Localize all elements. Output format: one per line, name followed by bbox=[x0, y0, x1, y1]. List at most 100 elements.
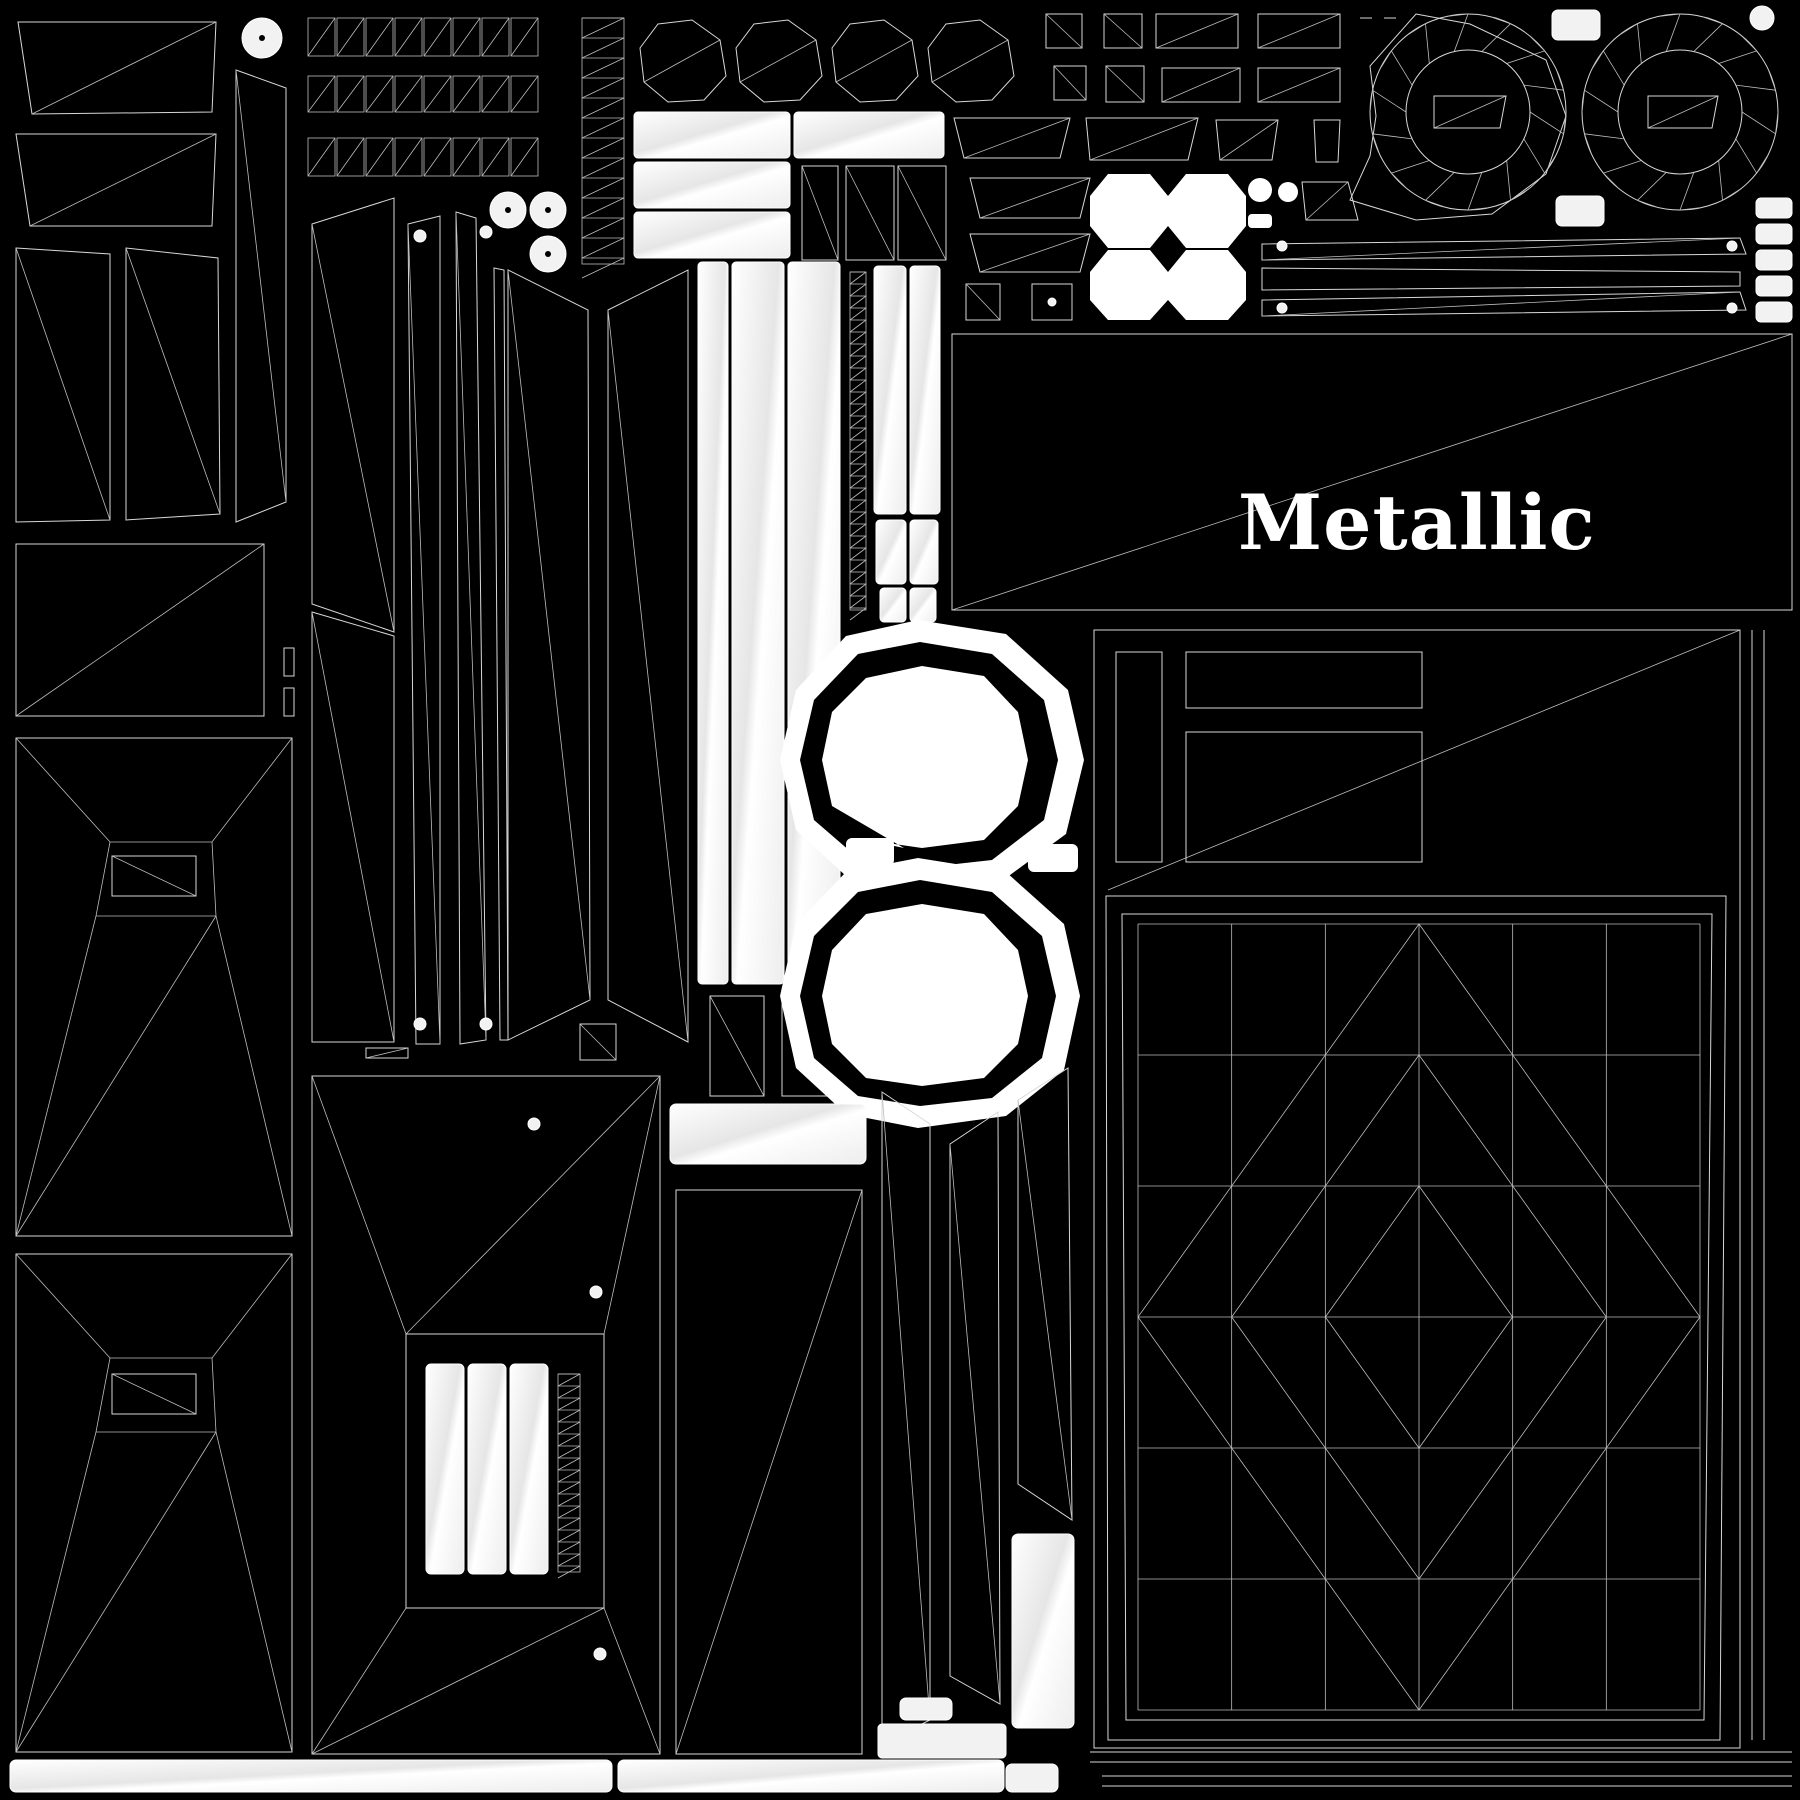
uv-edge bbox=[423, 137, 452, 177]
uv-edge bbox=[394, 137, 423, 177]
uv-edge bbox=[1603, 172, 1620, 189]
uv-grid-cell bbox=[394, 17, 423, 57]
uv-edge bbox=[849, 535, 867, 549]
uv-edge bbox=[581, 97, 625, 119]
uv-edge bbox=[849, 295, 867, 309]
uv-edge bbox=[1528, 35, 1545, 52]
uv-edge bbox=[1741, 111, 1776, 135]
uv-edge bbox=[1425, 199, 1447, 208]
uv-edge bbox=[849, 463, 867, 477]
uv-edge bbox=[1369, 90, 1373, 113]
uv-edge bbox=[557, 1493, 581, 1507]
uv-grid-cell bbox=[336, 17, 365, 57]
uv-edge bbox=[557, 1517, 581, 1531]
uv-edge bbox=[307, 17, 336, 57]
uv-edge bbox=[423, 17, 452, 57]
uv-grid-cell bbox=[307, 75, 336, 113]
uv-edge bbox=[1637, 172, 1667, 201]
uv-edge bbox=[849, 475, 867, 489]
uv-shell-white-octagons bbox=[1090, 174, 1298, 320]
uv-shell-bottom-center bbox=[9, 1067, 1075, 1793]
uv-edge bbox=[849, 343, 867, 357]
uv-edge bbox=[849, 547, 867, 561]
uv-shell-ladder-bottom bbox=[557, 1373, 581, 1579]
uv-edge bbox=[1563, 111, 1567, 134]
uv-edge bbox=[557, 1565, 581, 1579]
uv-shell-fan-spokes bbox=[1369, 13, 1779, 211]
uv-edge bbox=[365, 75, 394, 113]
uv-edge bbox=[557, 1373, 581, 1387]
uv-edge bbox=[1555, 69, 1564, 91]
uv-edge bbox=[849, 571, 867, 585]
uv-edge bbox=[849, 271, 867, 285]
uv-edge bbox=[581, 77, 625, 99]
uv-shell-bottom-left-panels bbox=[15, 737, 293, 1753]
uv-edge bbox=[1489, 16, 1511, 25]
uv-edge bbox=[1510, 188, 1530, 201]
uv-grid-cell bbox=[481, 75, 510, 113]
uv-shell-fan-disks bbox=[1349, 5, 1779, 227]
uv-edge bbox=[365, 17, 394, 57]
uv-edge bbox=[581, 157, 625, 179]
uv-edge bbox=[849, 451, 867, 465]
uv-edge bbox=[452, 75, 481, 113]
uv-grid-cell bbox=[452, 75, 481, 113]
uv-edge bbox=[1735, 138, 1757, 174]
uv-edge bbox=[1718, 160, 1723, 201]
uv-edge bbox=[849, 487, 867, 501]
uv-shell-long-thin-bars bbox=[1261, 197, 1793, 323]
uv-edge bbox=[1658, 13, 1681, 17]
uv-edge bbox=[849, 355, 867, 369]
uv-edge bbox=[557, 1541, 581, 1555]
uv-shell-right-panel bbox=[1090, 629, 1792, 1787]
uv-edge bbox=[1544, 154, 1557, 174]
uv-grid-cell bbox=[510, 17, 539, 57]
uv-edge bbox=[557, 1529, 581, 1543]
uv-grid-cell bbox=[423, 17, 452, 57]
uv-edge bbox=[557, 1553, 581, 1567]
uv-edge bbox=[581, 37, 625, 59]
uv-edge bbox=[1637, 199, 1659, 208]
uv-edge bbox=[557, 1457, 581, 1471]
uv-edge bbox=[849, 391, 867, 405]
uv-edge bbox=[849, 499, 867, 513]
uv-edge bbox=[1618, 23, 1638, 36]
uv-edge bbox=[336, 137, 365, 177]
uv-grid-cell bbox=[394, 75, 423, 113]
uv-shell-tall-strips bbox=[311, 191, 689, 1061]
uv-shell-ladder-center bbox=[849, 271, 867, 621]
uv-edge bbox=[1391, 172, 1408, 189]
uv-edge bbox=[1523, 84, 1564, 91]
uv-grid-cell bbox=[452, 17, 481, 57]
uv-grid-cell bbox=[394, 137, 423, 177]
texture-map-label: Metallic bbox=[1238, 478, 1596, 567]
uv-grid-cell bbox=[365, 137, 394, 177]
uv-edge bbox=[1591, 50, 1604, 70]
uv-edge bbox=[336, 75, 365, 113]
uv-edge bbox=[581, 217, 625, 239]
uv-edge bbox=[849, 331, 867, 345]
uv-grid-cell bbox=[365, 75, 394, 113]
uv-edge bbox=[1425, 172, 1455, 201]
uv-edge bbox=[1756, 154, 1769, 174]
uv-edge bbox=[557, 1409, 581, 1423]
uv-edge bbox=[849, 427, 867, 441]
uv-edge bbox=[557, 1385, 581, 1399]
uv-mesh-diamond bbox=[1137, 923, 1701, 1711]
uv-shell-octagons-top bbox=[639, 19, 1015, 103]
uv-edge bbox=[1603, 160, 1642, 174]
uv-edge bbox=[481, 137, 510, 177]
uv-edge bbox=[1665, 13, 1681, 52]
uv-mesh-diamond bbox=[1324, 1185, 1514, 1449]
uv-grid-cell bbox=[307, 137, 336, 177]
uv-grid-cell bbox=[307, 17, 336, 57]
uv-edge bbox=[452, 137, 481, 177]
uv-edge bbox=[1529, 111, 1564, 135]
uv-grid-cell bbox=[423, 137, 452, 177]
uv-edge bbox=[1406, 23, 1426, 36]
uv-edge bbox=[581, 17, 625, 39]
uv-shell-ladder-strip bbox=[581, 17, 625, 279]
uv-edge bbox=[849, 415, 867, 429]
uv-edge bbox=[557, 1433, 581, 1447]
uv-edge bbox=[557, 1445, 581, 1459]
